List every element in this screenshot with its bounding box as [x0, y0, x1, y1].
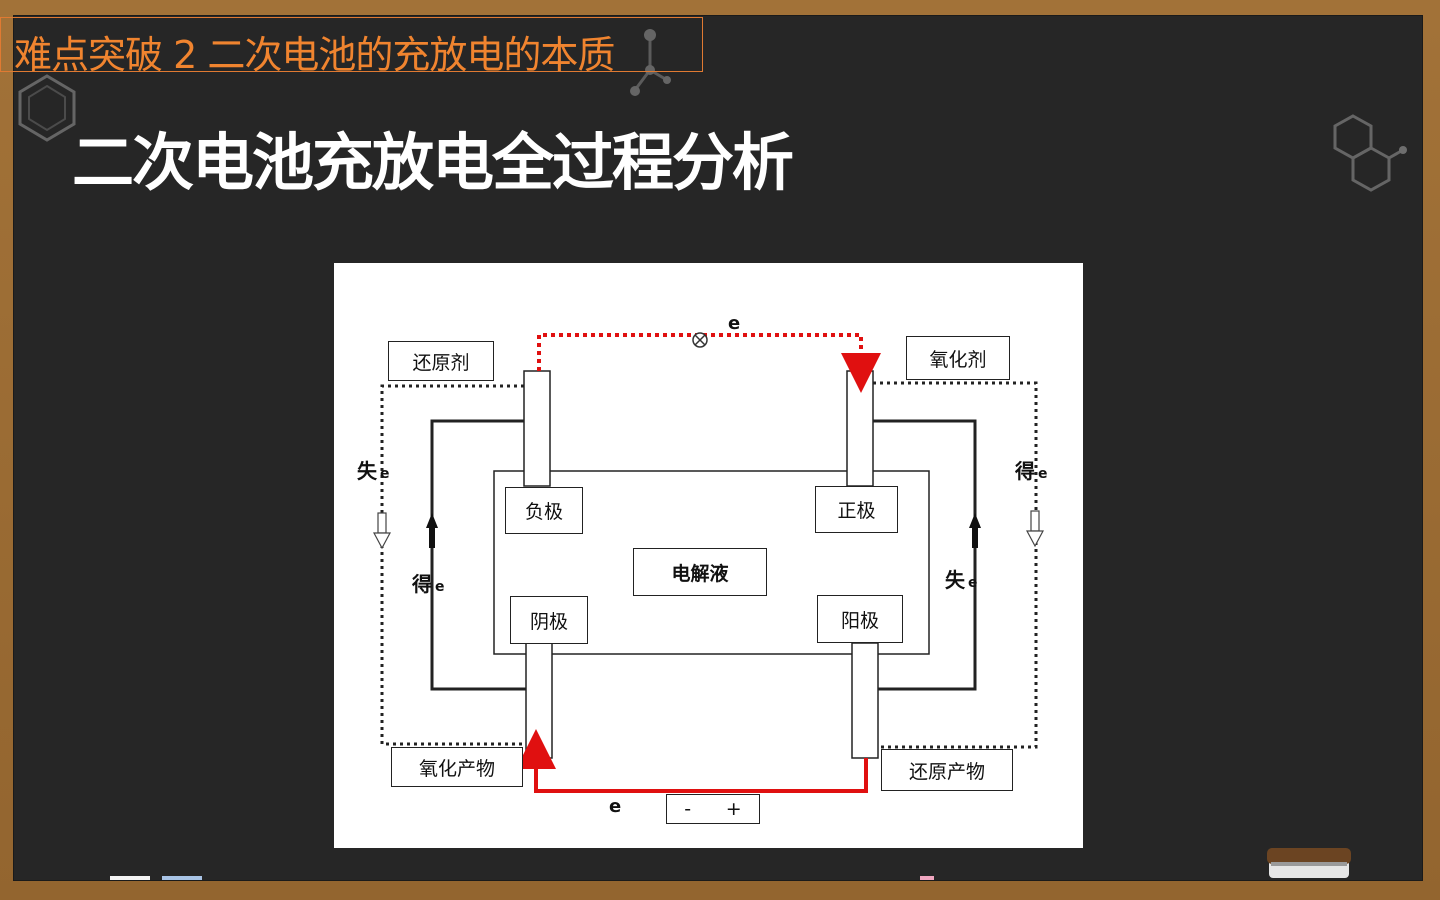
battery-diagram: 还原剂 氧化剂 负极 正极 电解液 阴极 阳极 氧化产物 还原产物 - + e … [334, 263, 1083, 848]
electrolyte-box: 电解液 [633, 548, 767, 596]
power-source-box: - + [666, 794, 760, 824]
positive-electrode-box: 正极 [815, 486, 898, 533]
negative-electrode-rod [523, 370, 551, 487]
negative-electrode-box: 负极 [505, 487, 583, 534]
benzene-ring-icon [18, 74, 76, 142]
e-label-top: e [728, 313, 741, 334]
cathode-rod [525, 642, 553, 759]
oxidation-product-box: 氧化产物 [391, 747, 523, 787]
section-header: 难点突破 2 二次电池的充放电的本质 [14, 33, 615, 77]
left-dotted-loop [380, 384, 526, 746]
right-solid-loop [873, 419, 977, 691]
chalk-pink [920, 876, 934, 880]
section-header-box [0, 17, 703, 72]
cathode-box: 阴极 [510, 596, 588, 644]
eraser-icon [1267, 848, 1351, 878]
e-label-bottom: e [609, 796, 622, 817]
power-minus-label: - [684, 798, 692, 820]
right-dotted-loop [873, 381, 1038, 749]
electrolyte-container [493, 470, 930, 655]
reducer-box: 还原剂 [388, 341, 494, 381]
charge-circuit [534, 758, 868, 793]
circuit-lines [373, 332, 1044, 793]
reduction-product-box: 还原产物 [881, 749, 1013, 791]
chalk-white [110, 876, 150, 880]
power-plus-label: + [725, 798, 742, 820]
chalk-blue [162, 876, 202, 880]
molecule-icon [630, 29, 671, 96]
anode-box: 阳极 [817, 595, 903, 643]
oxidizer-box: 氧化剂 [906, 336, 1010, 380]
left-solid-loop [430, 419, 526, 691]
slide-title: 二次电池充放电全过程分析 [72, 126, 794, 199]
naphthalene-icon [1333, 114, 1407, 192]
positive-electrode-rod [846, 370, 874, 487]
anode-rod [851, 642, 879, 759]
